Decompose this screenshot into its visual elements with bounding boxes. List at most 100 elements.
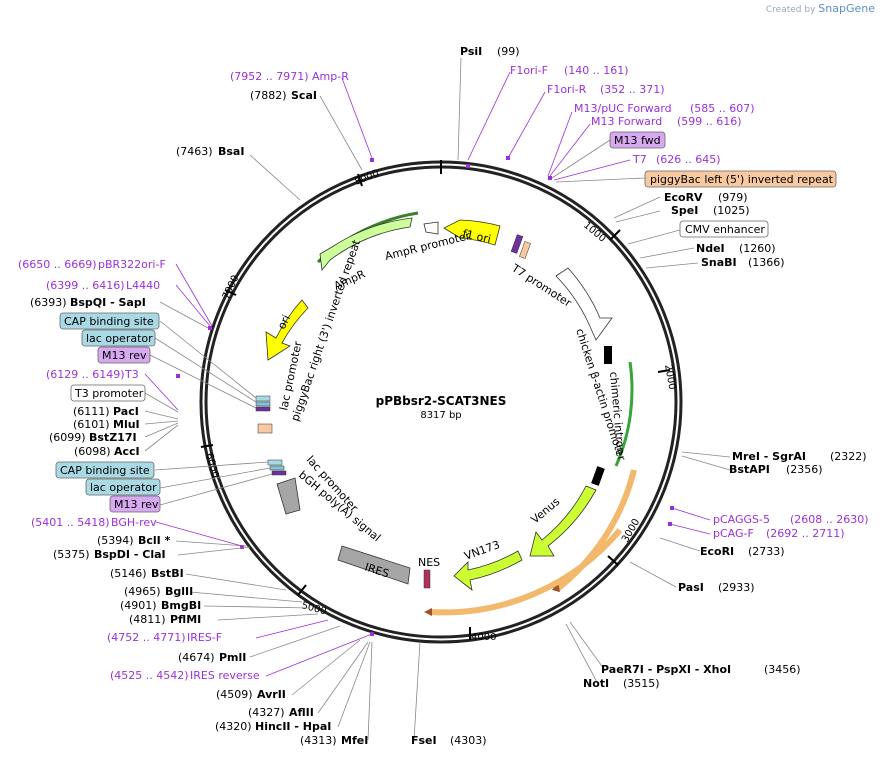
chicken-beta-actin-arrow <box>555 267 613 341</box>
label-m13-rev-box-2: M13 rev <box>114 498 159 511</box>
label-bglii-pos: (4965) <box>124 585 161 598</box>
label-ires-f-pos: (4752 .. 4771) <box>107 631 186 644</box>
label-noti: NotI <box>583 677 609 690</box>
label-m13fwd-primer-pos: (599 .. 616) <box>677 115 742 128</box>
label-pcaggs5-pos: (2608 .. 2630) <box>790 513 869 526</box>
lac-operator-mini-1 <box>255 401 271 407</box>
label-bgh-rev-pos: (5401 .. 5418) <box>31 516 110 529</box>
label-bstz17i-pos: (6099) <box>49 431 86 444</box>
label-avrii-pos: (4509) <box>216 688 253 701</box>
label-snabi: SnaBI <box>701 256 737 269</box>
label-mfei-pos: (4313) <box>300 734 337 747</box>
label-bstz17i: BstZ17I <box>89 431 137 444</box>
vn173-label: VN173 <box>463 538 502 563</box>
lac-operator-mini-2 <box>269 465 285 471</box>
label-ndei-pos: (1260) <box>739 242 776 255</box>
venus-arrow <box>529 485 597 557</box>
label-bgh-rev: BGH-rev <box>111 516 157 529</box>
label-bmgbi: BmgBI <box>161 599 201 612</box>
label-pcaggs5: pCAGGS-5 <box>713 513 770 526</box>
label-pflmi-pos: (4811) <box>129 613 166 626</box>
intron-marker <box>591 466 605 486</box>
label-noti-pos: (3515) <box>623 677 660 690</box>
orange-arrowhead-2 <box>424 608 432 616</box>
label-scai: ScaI <box>291 89 317 102</box>
label-t3-pos: (6129 .. 6149) <box>46 368 125 381</box>
label-cap-binding-box-2: CAP binding site <box>60 464 150 477</box>
label-paci: PacI <box>113 405 139 418</box>
label-mfei: MfeI <box>341 734 368 747</box>
label-bspqi-pos: (6393) <box>30 296 67 309</box>
label-ndei: NdeI <box>696 242 725 255</box>
label-cmv-box: CMV enhancer <box>685 223 765 236</box>
label-scai-pos: (7882) <box>250 89 287 102</box>
callout-lines <box>144 57 731 741</box>
label-avrii: AvrII <box>257 688 286 701</box>
label-lac-operator-box-2: lac operator <box>90 481 157 494</box>
label-pflmi: PflMI <box>170 613 201 626</box>
label-pmli: PmlI <box>219 651 246 664</box>
label-pbr322-pos: (6650 .. 6669) <box>18 258 97 271</box>
label-pcagf: pCAG-F <box>713 527 754 540</box>
label-hincii: HincII - HpaI <box>255 720 331 733</box>
branding: Created by SnapGene <box>766 2 875 15</box>
label-pcagf-pos: (2692 .. 2711) <box>766 527 845 540</box>
snapgene-logo: SnapGene <box>818 2 875 15</box>
ori-arrow <box>265 299 309 361</box>
label-ecorv: EcoRV <box>664 191 703 204</box>
label-t3-promoter-box: T3 promoter <box>74 387 144 400</box>
label-f1ori-r: F1ori-R <box>547 83 587 96</box>
created-by-text: Created by <box>765 5 816 15</box>
f1-ori-label: f1 ori <box>461 227 492 246</box>
label-pbr322: pBR322ori-F <box>98 258 166 271</box>
ires-box <box>337 545 411 585</box>
label-aflii-pos: (4327) <box>248 706 285 719</box>
label-m13puc: M13/pUC Forward <box>574 102 672 115</box>
label-spei-pos: (1025) <box>713 204 750 217</box>
label-f1ori-f-pos: (140 .. 161) <box>564 64 629 77</box>
label-psii: PsiI <box>460 45 482 58</box>
label-amp-r-pos: (7952 .. 7971) <box>230 70 309 83</box>
m13-rev-mini-2 <box>271 470 287 476</box>
label-t7: T7 <box>632 153 647 166</box>
label-f1ori-f: F1ori-F <box>510 64 548 77</box>
label-paci-pos: (6111) <box>73 405 110 418</box>
label-piggybac-left-box: piggyBac left (5') inverted repeat <box>650 173 834 186</box>
label-bcli: BclI * <box>138 534 171 547</box>
label-bstapi: BstAPI <box>729 463 770 476</box>
ampr-promoter-arrow <box>423 221 439 235</box>
label-bglii: BglII <box>165 585 193 598</box>
label-t7-pos: (626 .. 645) <box>656 153 721 166</box>
label-t3: T3 <box>124 368 139 381</box>
label-ires-reverse-pos: (4525 .. 4542) <box>110 669 189 682</box>
label-mlui: MluI <box>113 418 140 431</box>
label-amp-r: Amp-R <box>312 70 349 83</box>
feature-arcs <box>176 156 674 636</box>
nes-marker <box>423 569 431 589</box>
plasmid-name: pPBbsr2-SCAT3NES <box>376 394 507 408</box>
promoter-marker <box>604 346 612 364</box>
label-bspdi-pos: (5375) <box>53 548 90 561</box>
label-ecori: EcoRI <box>700 545 734 558</box>
bgh-polya-box <box>276 477 301 515</box>
m13-rev-mini-1 <box>255 406 271 412</box>
label-fsei-pos: (4303) <box>450 734 487 747</box>
label-bstbi-pos: (5146) <box>110 567 147 580</box>
label-lac-operator-box-1: lac operator <box>86 332 153 345</box>
ampr-promoter-label: AmpR promoter <box>384 229 472 263</box>
label-bstbi: BstBI <box>151 567 184 580</box>
label-mrei-pos: (2322) <box>830 450 867 463</box>
label-mlui-pos: (6101) <box>73 418 110 431</box>
label-m13fwd-primer: M13 Forward <box>591 115 662 128</box>
tick-label-7000: 7000 <box>221 274 242 302</box>
label-spei: SpeI <box>671 204 698 217</box>
venus-label: Venus <box>529 495 563 526</box>
plasmid-length: 8317 bp <box>420 410 461 421</box>
tick-label-4000: 4000 <box>471 632 496 643</box>
label-hincii-pos: (4320) <box>215 720 252 733</box>
nes-label: NES <box>418 556 440 569</box>
piggybac-left-mini <box>519 241 531 259</box>
orange-arc-2 <box>429 528 623 616</box>
label-fsei: FseI <box>411 734 437 747</box>
